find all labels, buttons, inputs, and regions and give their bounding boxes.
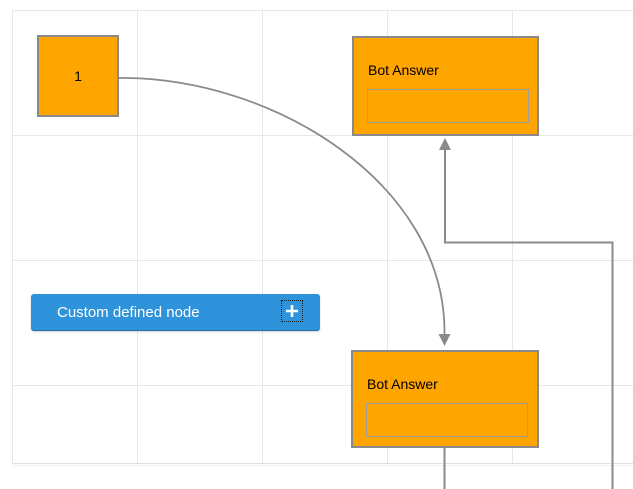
connector-bezier-node1-to-bot-bottom[interactable] (117, 77, 451, 346)
connector-orthogonal-to-bot-top[interactable] (439, 138, 614, 489)
custom-defined-node-label: Custom defined node (57, 304, 200, 321)
arrowhead-down-icon (438, 334, 451, 346)
plus-icon (286, 305, 298, 317)
node-1-label: 1 (74, 68, 82, 84)
node-1[interactable]: 1 (37, 35, 119, 117)
bot-answer-input-field[interactable] (366, 403, 528, 437)
custom-defined-node-button[interactable]: Custom defined node (31, 294, 320, 331)
node-bot-answer-top[interactable]: Bot Answer (352, 36, 539, 136)
node-title: Bot Answer (368, 62, 439, 78)
canvas-grid (12, 10, 633, 466)
arrowhead-up-icon (439, 138, 451, 150)
bot-answer-input-field[interactable] (367, 89, 529, 123)
node-title: Bot Answer (367, 376, 438, 392)
node-bot-answer-bottom[interactable]: Bot Answer (351, 350, 539, 448)
add-node-plus-icon[interactable] (281, 300, 303, 322)
